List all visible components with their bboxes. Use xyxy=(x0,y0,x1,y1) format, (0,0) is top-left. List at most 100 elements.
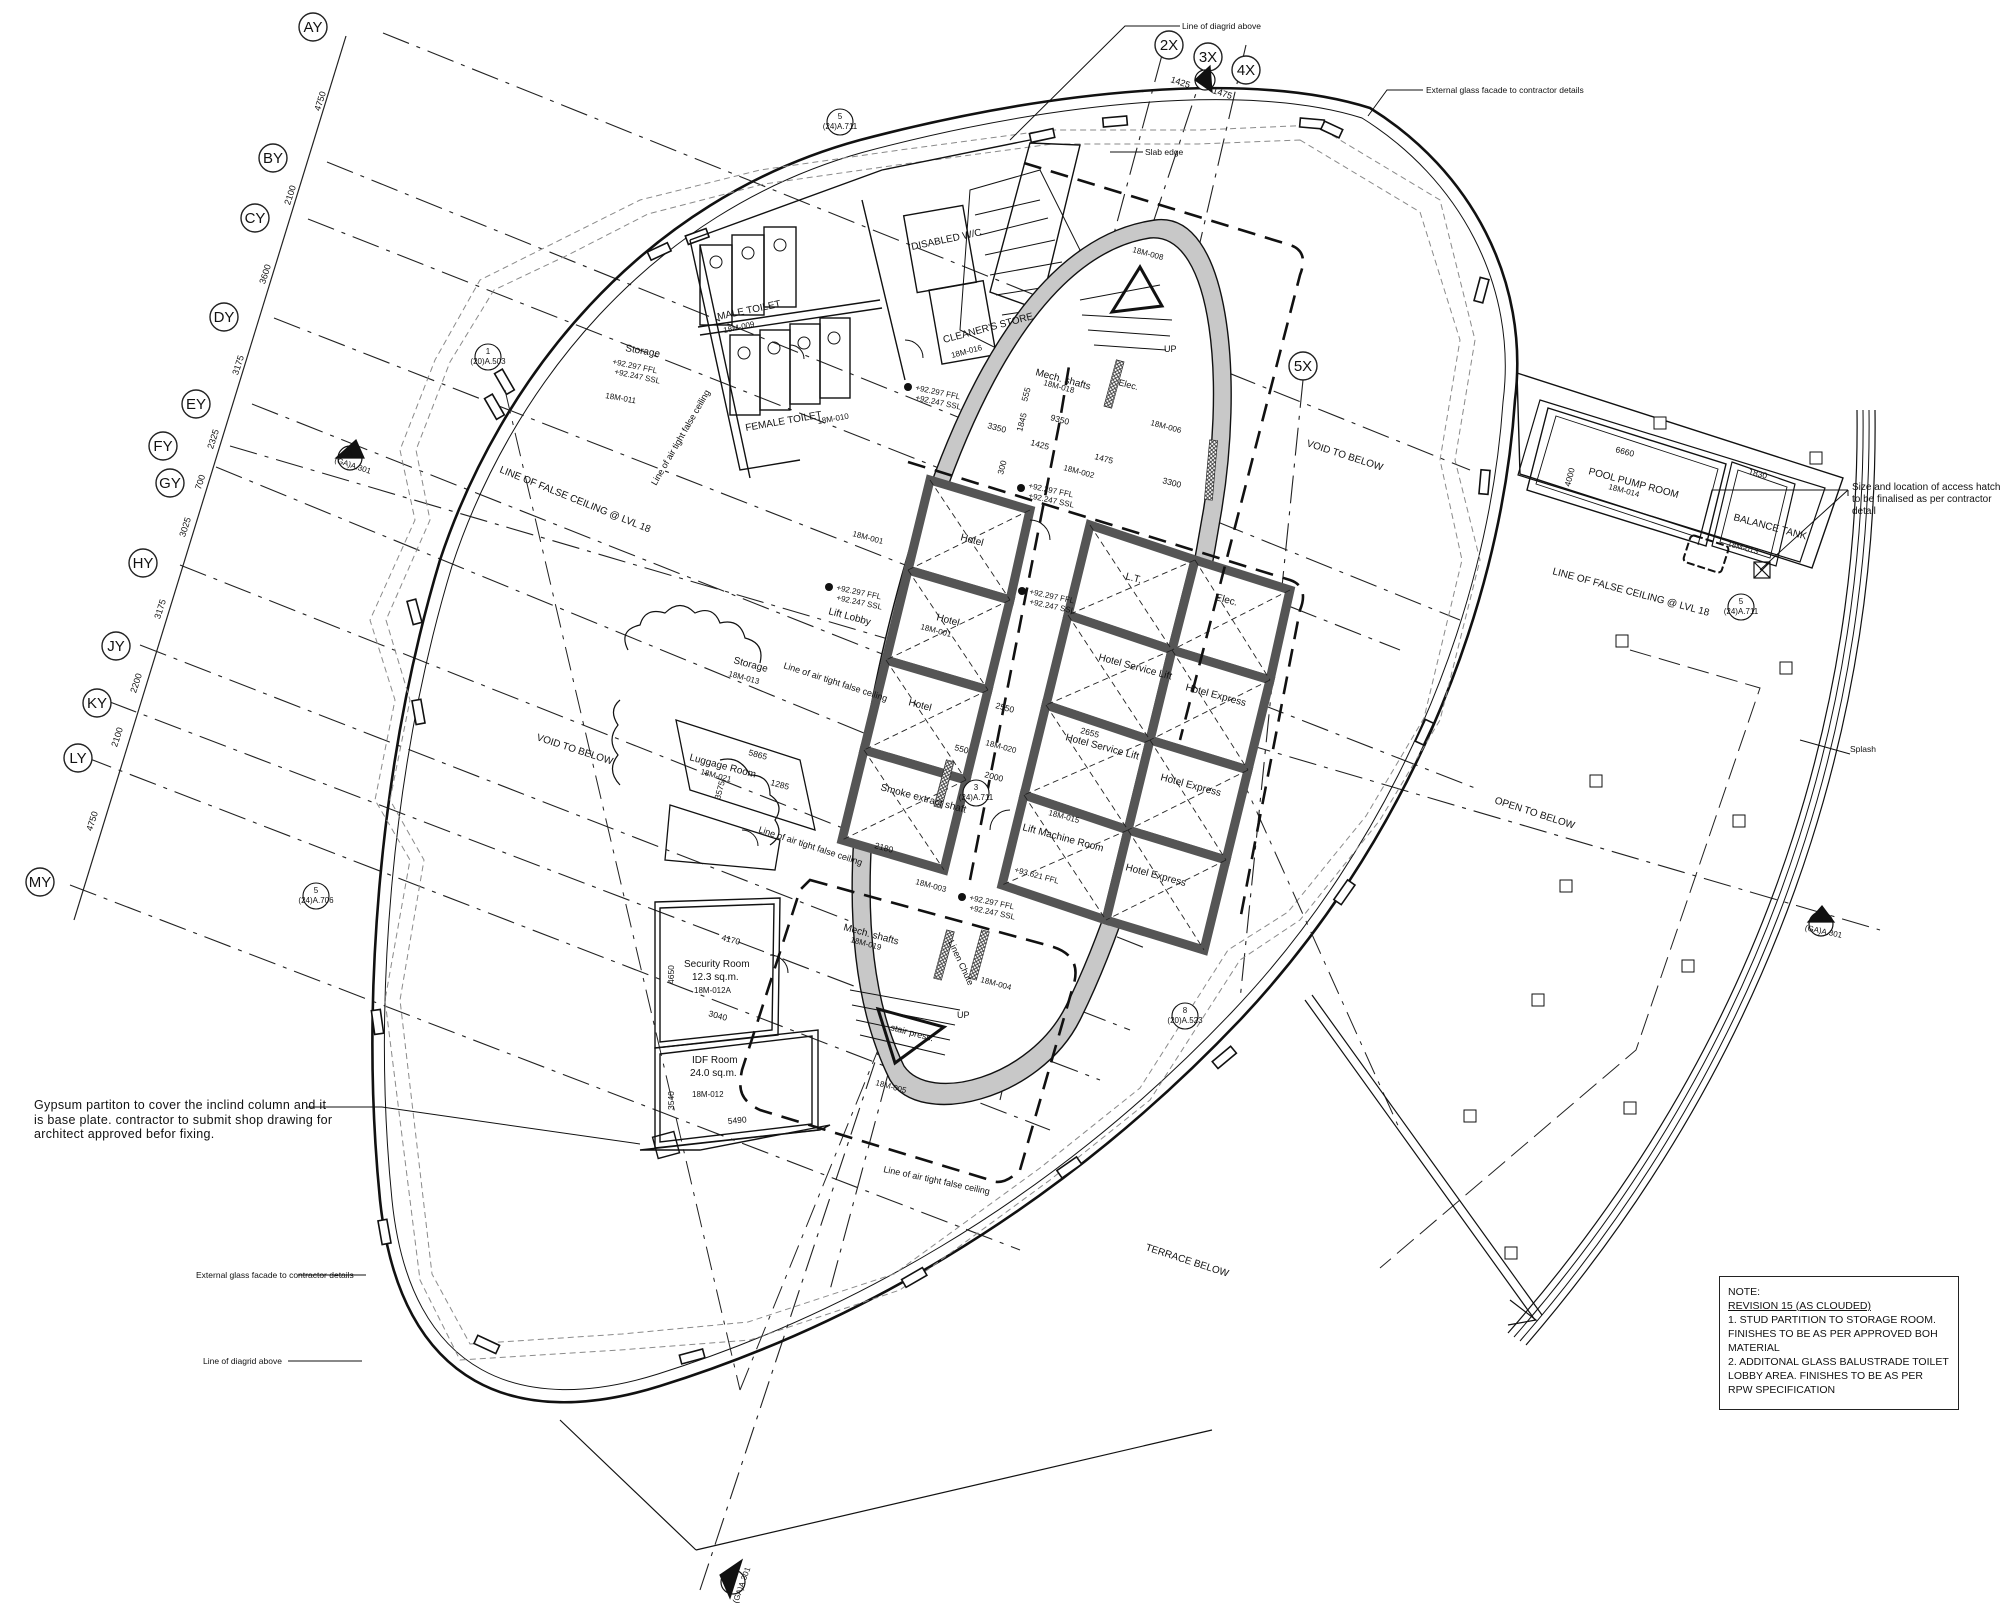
svg-text:18M-011: 18M-011 xyxy=(605,391,638,405)
svg-text:2325: 2325 xyxy=(205,428,221,450)
grid-label-fy: FY xyxy=(153,438,172,455)
facade-brackets xyxy=(370,115,1491,1365)
svg-text:3175: 3175 xyxy=(230,354,246,376)
pool-block-h-markers xyxy=(1463,416,1823,1260)
svg-text:4750: 4750 xyxy=(84,810,100,832)
svg-text:18M-012: 18M-012 xyxy=(692,1090,724,1099)
svg-text:8: 8 xyxy=(1183,1006,1188,1015)
y-grid-bubble-labels: AY BY CY DY EY FY GY HY JY KY LY MY xyxy=(29,19,323,891)
y-grid-bubbles xyxy=(25,12,328,897)
svg-text:(24)A.711: (24)A.711 xyxy=(959,793,994,802)
svg-text:2200: 2200 xyxy=(128,672,144,694)
balustrade-curve xyxy=(1507,409,1876,1346)
svg-text:3575: 3575 xyxy=(712,779,727,800)
svg-text:2000: 2000 xyxy=(983,769,1004,784)
svg-text:18M-012A: 18M-012A xyxy=(694,986,732,995)
pool-terrace-dashed-boundary xyxy=(1379,649,1761,1269)
stair-top xyxy=(1079,264,1173,351)
room-idf: IDF Room xyxy=(692,1055,738,1066)
svg-text:3350: 3350 xyxy=(986,420,1007,435)
svg-text:3040: 3040 xyxy=(707,1008,728,1023)
grid-label-5x: 5X xyxy=(1294,358,1312,375)
svg-text:5: 5 xyxy=(314,886,319,895)
revision-note-box: NOTE: REVISION 15 (AS CLOUDED) 1. STUD P… xyxy=(1719,1276,1959,1410)
svg-text:2180: 2180 xyxy=(873,840,894,855)
grid-label-4x: 4X xyxy=(1237,62,1255,79)
svg-text:(20)A.523: (20)A.523 xyxy=(1167,1016,1203,1025)
svg-text:700: 700 xyxy=(193,473,207,490)
svg-text:A: A xyxy=(347,449,353,458)
note-item-2: 2. ADDITONAL GLASS BALUSTRADE TOILET LOB… xyxy=(1728,1356,1949,1396)
callout-slab-edge: Slab edge xyxy=(1145,147,1184,157)
y-grid-dimensions: 4750 2100 3600 3175 2325 700 3025 3175 2… xyxy=(84,90,328,832)
section-mark-right xyxy=(1806,905,1836,937)
callout-texts: Line of diagrid above Slab edge Splash E… xyxy=(196,21,1876,1366)
svg-text:5: 5 xyxy=(1739,597,1744,606)
svg-text:300: 300 xyxy=(995,459,1008,476)
air-tight-label-4: Line of air tight false ceiling xyxy=(883,1164,991,1196)
stair-bottom xyxy=(849,989,961,1066)
svg-text:4650: 4650 xyxy=(666,965,676,984)
diagrid-dashed-lines xyxy=(369,124,1481,1361)
grid-label-by: BY xyxy=(263,150,283,167)
room-storage: Storage xyxy=(624,343,661,360)
grid-label-ly: LY xyxy=(69,750,86,767)
grid-label-ey: EY xyxy=(186,396,206,413)
grid-label-gy: GY xyxy=(159,475,181,492)
svg-text:18M-010: 18M-010 xyxy=(817,412,850,426)
left-service-wing xyxy=(689,139,1081,479)
void-to-below-left: VOID TO BELOW xyxy=(535,732,615,767)
grid-label-ky: KY xyxy=(87,695,107,712)
external-facade xyxy=(371,86,1519,1404)
grid-label-jy: JY xyxy=(107,638,125,655)
door-swings xyxy=(741,339,1051,974)
svg-text:24.0 sq.m.: 24.0 sq.m. xyxy=(690,1068,737,1079)
callout-access-hatch: Size and location of access hatch to be … xyxy=(1852,482,2000,517)
callout-facade-top: External glass facade to contractor deta… xyxy=(1426,85,1584,95)
y-grid-dimension-line xyxy=(73,35,347,921)
svg-text:1475: 1475 xyxy=(1093,451,1114,466)
false-ceiling-right: LINE OF FALSE CEILING @ LVL 18 xyxy=(1551,566,1711,619)
svg-text:1830: 1830 xyxy=(1747,466,1768,481)
detail-mark-labels: 5 (24)A.711 1 (20)A.503 5 (24)A.706 5 (2… xyxy=(298,112,1758,1025)
access-hatches xyxy=(1682,534,1771,579)
svg-text:9350: 9350 xyxy=(1049,412,1070,427)
svg-text:1285: 1285 xyxy=(769,777,790,792)
svg-text:3540: 3540 xyxy=(666,1091,676,1110)
x-grid-bubble-labels: 2X 3X 4X 5X xyxy=(1160,37,1312,375)
core-lift-crosses xyxy=(841,479,1291,951)
svg-text:2550: 2550 xyxy=(994,700,1015,715)
room-balance-tank: BALANCE TANK xyxy=(1732,512,1808,542)
note-revision: REVISION 15 (AS CLOUDED) xyxy=(1728,1300,1871,1312)
svg-text:(24)A.711: (24)A.711 xyxy=(823,122,858,131)
svg-text:3300: 3300 xyxy=(1161,475,1182,490)
svg-text:2100: 2100 xyxy=(109,726,125,748)
dimension-texts: 3350 1425 1475 3300 9350 2550 2655 550 2… xyxy=(666,386,1769,1126)
svg-text:555: 555 xyxy=(1019,386,1032,403)
grid-label-ay: AY xyxy=(304,19,323,36)
callout-gypsum-partition: Gypsum partiton to cover the inclind col… xyxy=(34,1098,333,1141)
svg-text:5865: 5865 xyxy=(747,747,768,762)
bottom-reference-line xyxy=(695,1429,1213,1551)
note-title: NOTE: xyxy=(1728,1286,1761,1298)
grid-label-2x: 2X xyxy=(1160,37,1178,54)
svg-text:18M-001: 18M-001 xyxy=(851,529,884,546)
terrace-diagonal xyxy=(1304,994,1543,1326)
svg-text:(24)A.706: (24)A.706 xyxy=(298,896,334,905)
callout-splash: Splash xyxy=(1850,744,1876,754)
svg-text:(24)A.711: (24)A.711 xyxy=(1724,607,1759,616)
svg-text:2655: 2655 xyxy=(1079,725,1100,740)
callout-leaders xyxy=(288,25,1851,1362)
room-lift-lobby: Lift Lobby xyxy=(827,606,872,628)
terrace-below: TERRACE BELOW xyxy=(1144,1242,1230,1279)
svg-text:1845: 1845 xyxy=(1014,411,1029,432)
svg-text:6660: 6660 xyxy=(1614,444,1635,459)
svg-text:1: 1 xyxy=(727,1575,737,1583)
callout-diagrid-left: Line of diagrid above xyxy=(203,1356,282,1366)
security-idf-rooms xyxy=(639,897,831,1160)
callout-diagrid-top: Line of diagrid above xyxy=(1182,21,1261,31)
svg-text:5490: 5490 xyxy=(727,1114,747,1126)
room-female-toilet: FEMALE TOILET xyxy=(745,410,823,434)
svg-text:1425: 1425 xyxy=(1029,437,1050,452)
